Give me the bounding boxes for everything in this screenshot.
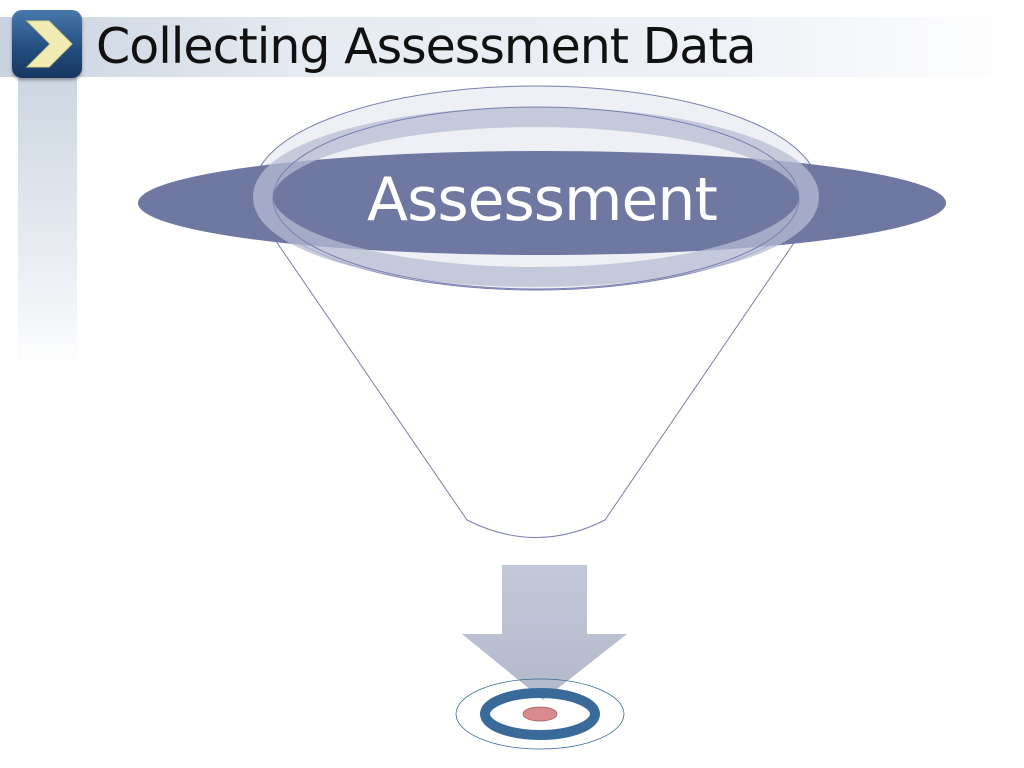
assessment-label: Assessment — [367, 165, 718, 235]
chevron-right-icon — [12, 10, 82, 78]
funnel-rim-band — [253, 107, 819, 287]
title-band — [0, 17, 1024, 77]
assessment-ellipse — [138, 151, 946, 255]
funnel-inner-rim — [272, 106, 800, 290]
target-icon — [455, 678, 625, 750]
arrow-down-icon — [462, 565, 627, 700]
funnel-body-outline — [255, 211, 816, 538]
page-title: Collecting Assessment Data — [96, 18, 757, 75]
